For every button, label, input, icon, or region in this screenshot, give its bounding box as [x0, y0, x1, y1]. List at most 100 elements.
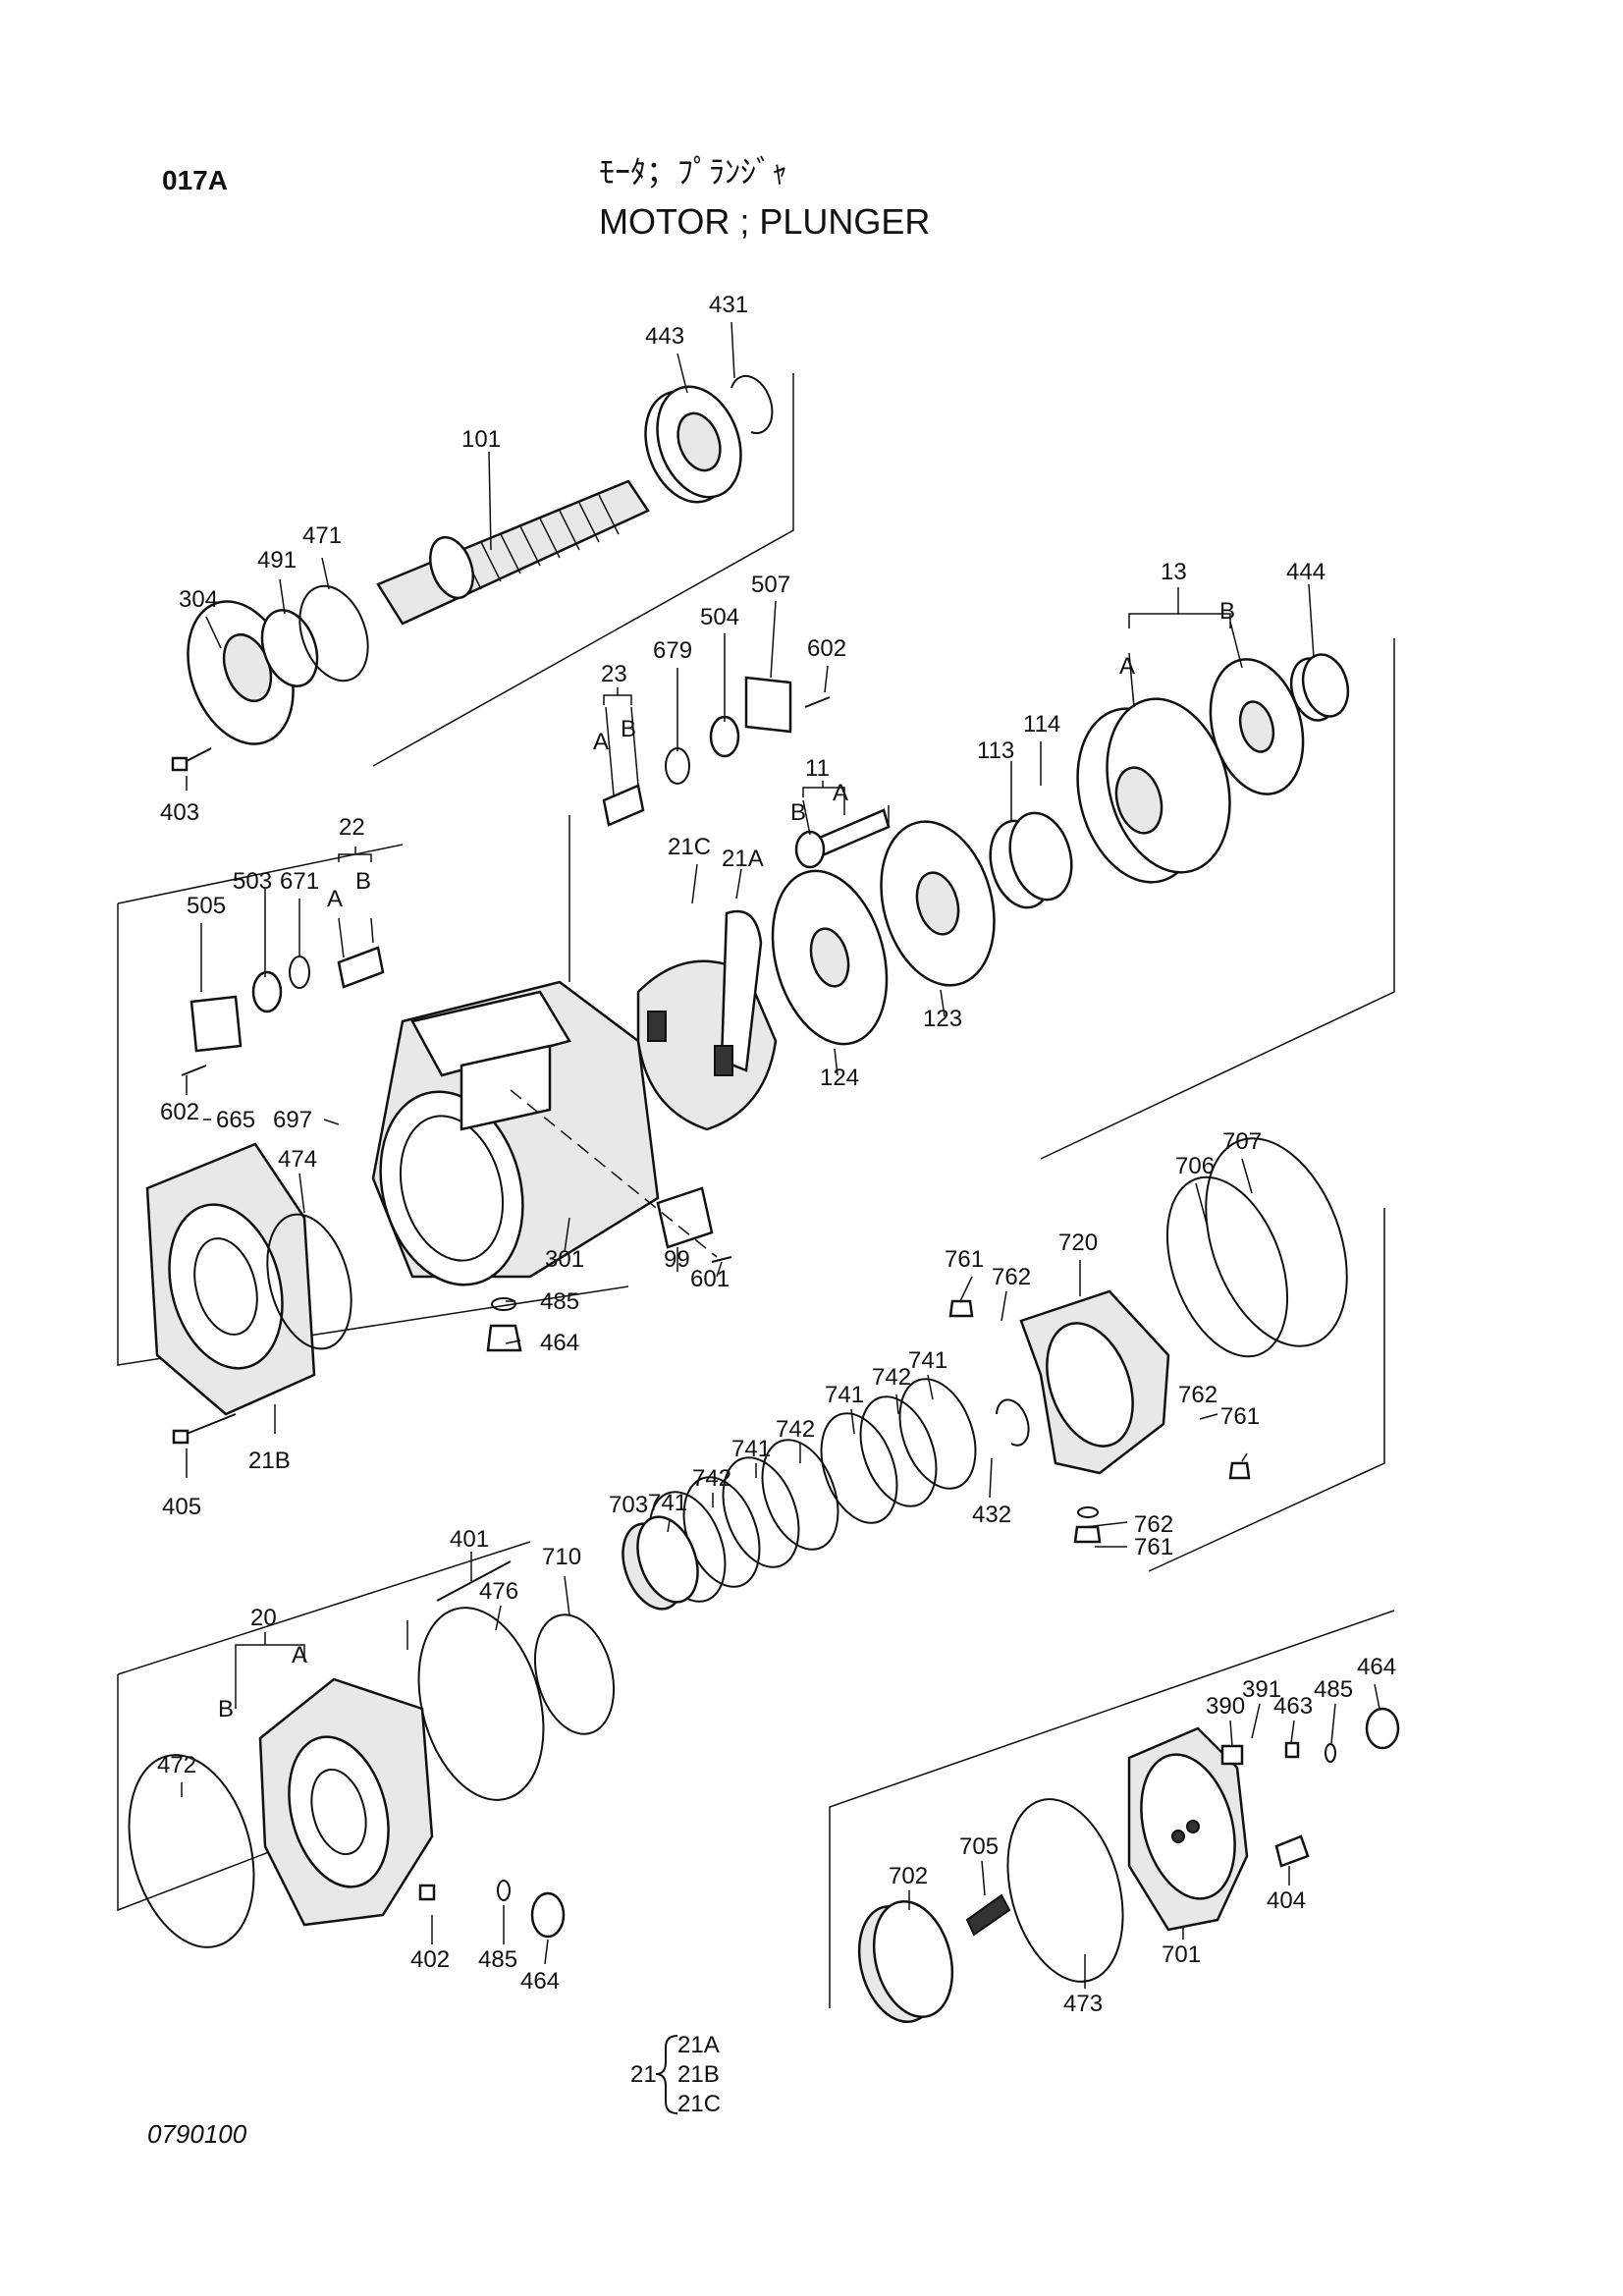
- label-20: 20: [250, 1605, 277, 1631]
- label-602-left: 602: [160, 1099, 199, 1125]
- label-443: 443: [645, 323, 684, 350]
- cover-group: [117, 1541, 616, 1948]
- leader-lines: [181, 321, 1380, 1989]
- label-401: 401: [450, 1526, 489, 1553]
- label-485-mid: 485: [540, 1288, 579, 1315]
- label-114: 114: [1023, 711, 1060, 738]
- label-402: 402: [410, 1946, 450, 1973]
- label-464-bottom: 464: [520, 1968, 560, 1995]
- callout-labels: 431 443 101 471 491 304 403 507 504 679 …: [157, 292, 1396, 2017]
- label-741-2: 741: [825, 1382, 864, 1408]
- label-474: 474: [278, 1146, 317, 1173]
- label-503: 503: [233, 868, 272, 895]
- label-761-top: 761: [945, 1246, 984, 1273]
- label-665: 665: [216, 1107, 255, 1133]
- label-464-right: 464: [1357, 1654, 1396, 1680]
- legend-item-21b: 21B: [677, 2061, 720, 2088]
- label-11-b: B: [790, 799, 806, 826]
- label-679: 679: [653, 637, 692, 664]
- label-432: 432: [972, 1502, 1011, 1528]
- label-21c: 21C: [668, 834, 711, 860]
- label-720: 720: [1058, 1230, 1098, 1256]
- label-22: 22: [339, 814, 365, 841]
- label-23-a: A: [593, 729, 609, 755]
- label-13-b: B: [1219, 598, 1235, 625]
- label-23-b: B: [621, 716, 636, 742]
- title-japanese: ﾓｰﾀ；ﾌﾟﾗﾝｼﾞｬ: [599, 153, 788, 191]
- label-124: 124: [820, 1065, 859, 1091]
- label-707: 707: [1222, 1128, 1262, 1155]
- label-431: 431: [709, 292, 748, 318]
- label-301: 301: [545, 1246, 584, 1273]
- label-762-bottom: 762: [1134, 1511, 1173, 1538]
- label-22-a: A: [327, 886, 343, 912]
- label-22-b: B: [355, 868, 371, 895]
- label-20-b: B: [218, 1696, 234, 1722]
- label-463: 463: [1273, 1693, 1313, 1720]
- label-21b: 21B: [248, 1448, 291, 1474]
- label-703: 703: [609, 1492, 648, 1518]
- label-741-1: 741: [908, 1347, 947, 1374]
- label-761-right: 761: [1220, 1403, 1260, 1430]
- label-742-1: 742: [872, 1364, 911, 1391]
- legend-item-21c: 21C: [677, 2091, 721, 2117]
- label-390: 390: [1206, 1693, 1245, 1720]
- label-472: 472: [157, 1752, 196, 1778]
- label-11-a: A: [833, 780, 848, 806]
- legend-item-21a: 21A: [677, 2032, 720, 2058]
- label-99: 99: [664, 1246, 690, 1273]
- end-cover-group: [829, 1610, 1400, 2024]
- label-671: 671: [280, 868, 319, 895]
- label-741-4: 741: [648, 1490, 687, 1516]
- label-742-3: 742: [692, 1465, 731, 1492]
- label-101: 101: [461, 426, 501, 453]
- label-11: 11: [805, 755, 830, 782]
- label-464-mid: 464: [540, 1330, 579, 1356]
- label-710: 710: [542, 1544, 581, 1570]
- label-507: 507: [751, 572, 790, 598]
- label-403: 403: [160, 799, 199, 826]
- label-471: 471: [302, 522, 342, 549]
- label-697: 697: [273, 1107, 312, 1133]
- drawing-number: 0790100: [147, 2119, 247, 2149]
- page-code: 017A: [162, 165, 228, 195]
- label-601: 601: [690, 1266, 730, 1292]
- label-485-bottom: 485: [478, 1946, 517, 1973]
- label-20-a: A: [292, 1642, 307, 1668]
- label-485-right: 485: [1314, 1676, 1353, 1703]
- label-13-a: A: [1119, 653, 1135, 680]
- label-491: 491: [257, 547, 297, 574]
- brake-group: [622, 1137, 1385, 1611]
- label-404: 404: [1267, 1887, 1306, 1914]
- label-13: 13: [1161, 559, 1187, 585]
- label-701: 701: [1162, 1941, 1201, 1968]
- label-473: 473: [1063, 1991, 1103, 2017]
- label-702: 702: [889, 1863, 928, 1889]
- label-741-3: 741: [731, 1436, 771, 1462]
- label-504: 504: [700, 604, 739, 630]
- label-304: 304: [179, 586, 218, 613]
- title-english: MOTOR ; PLUNGER: [599, 201, 931, 242]
- bracket-lines: [235, 587, 1231, 1709]
- label-123: 123: [923, 1006, 962, 1032]
- label-742-2: 742: [776, 1416, 815, 1443]
- label-391: 391: [1242, 1676, 1281, 1703]
- label-705: 705: [959, 1833, 999, 1860]
- label-505: 505: [187, 893, 226, 919]
- legend-group-number: 21: [630, 2061, 657, 2088]
- label-706: 706: [1175, 1153, 1215, 1179]
- legend-21: 21 21A 21B 21C: [630, 2032, 721, 2117]
- label-23: 23: [601, 661, 627, 687]
- casing-group: [117, 638, 1395, 1445]
- label-444: 444: [1286, 559, 1325, 585]
- shaft-group: [171, 373, 794, 772]
- label-762-top: 762: [992, 1264, 1031, 1290]
- label-761-bottom: 761: [1134, 1534, 1173, 1560]
- label-21a: 21A: [722, 846, 764, 872]
- label-762-right: 762: [1178, 1382, 1217, 1408]
- label-476: 476: [479, 1578, 518, 1605]
- label-113: 113: [977, 738, 1014, 764]
- label-602-top: 602: [807, 635, 846, 662]
- label-405: 405: [162, 1494, 201, 1520]
